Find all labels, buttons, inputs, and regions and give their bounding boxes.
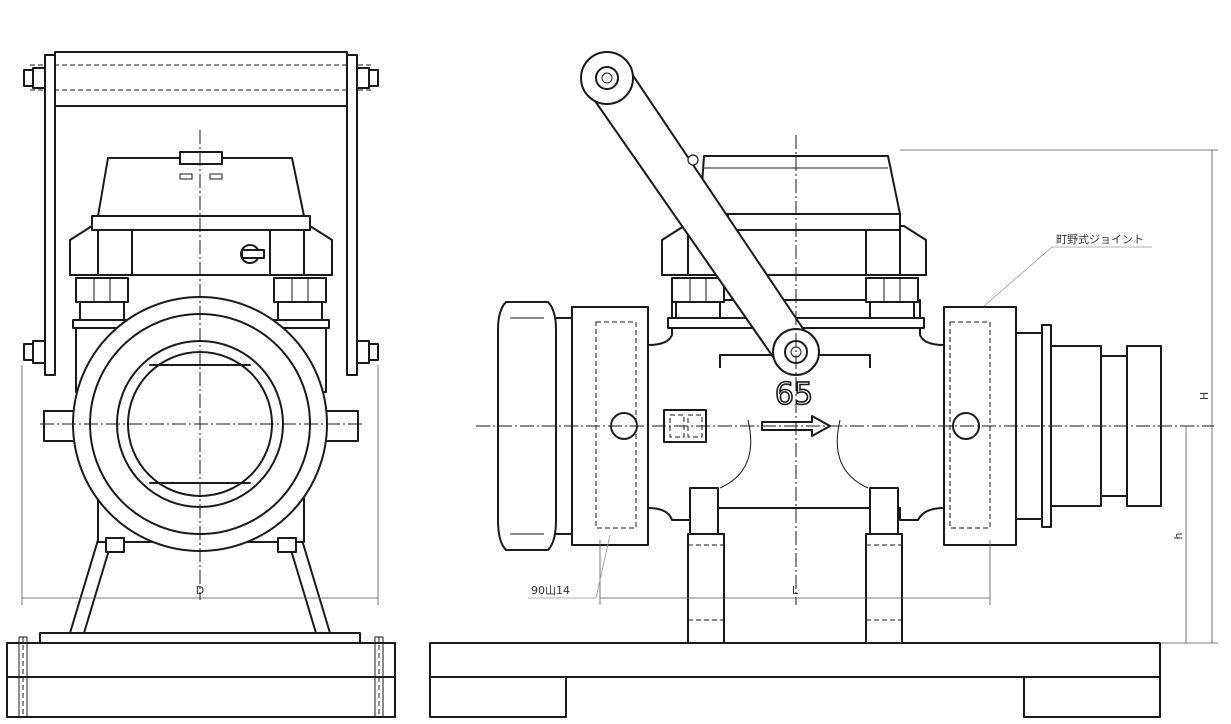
dimension-H: H [900, 149, 1218, 644]
size-mark-65: 65 [775, 377, 813, 412]
front-base-plate [6, 636, 396, 718]
dim-L-label: L [792, 584, 799, 597]
dim-D-label: D [196, 584, 204, 597]
thread-leader: 90山14 [528, 534, 611, 599]
side-view: 65 [429, 51, 1218, 718]
front-meter-head [97, 151, 305, 217]
front-view: D [6, 51, 396, 718]
front-bolts [75, 277, 327, 321]
side-base-plate [429, 642, 1161, 718]
front-bonnet [69, 215, 333, 276]
dim-H-label: H [1198, 392, 1211, 400]
joint-leader: 町野式ジョイント [983, 233, 1152, 307]
side-lever-handle [580, 51, 820, 376]
dimension-h: h [1172, 426, 1187, 643]
dimension-D: D [21, 365, 379, 605]
side-meter-head [699, 155, 901, 215]
dim-h-label: h [1172, 532, 1185, 539]
joint-label: 町野式ジョイント [1056, 233, 1144, 246]
dimension-L: L [599, 540, 991, 605]
thread-label: 90山14 [531, 584, 570, 597]
front-carry-handle [23, 51, 379, 376]
